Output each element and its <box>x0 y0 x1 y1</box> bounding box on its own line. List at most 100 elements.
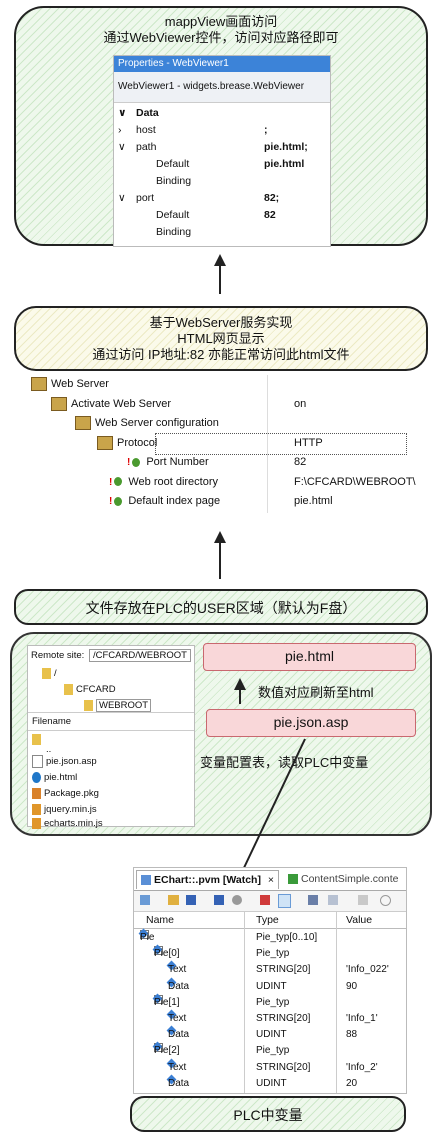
toolbar-add-icon[interactable] <box>140 895 150 905</box>
tree-row[interactable]: Protocol HTTP <box>27 434 405 453</box>
remote-path-field[interactable]: /CFCARD/WEBROOT <box>88 649 191 662</box>
var-type: Pie_typ <box>256 1045 290 1057</box>
toolbar-open-icon[interactable] <box>168 895 179 905</box>
tree-label: Default index page <box>128 495 221 507</box>
config-folder-icon <box>97 435 113 450</box>
var-value[interactable]: 'Info_022' <box>346 964 389 976</box>
tree-cfcard[interactable]: CFCARD <box>76 684 116 695</box>
green-dot-icon <box>114 496 123 506</box>
filename-header[interactable]: Filename <box>32 716 72 727</box>
webserver-line1: 基于WebServer服务实现 <box>149 315 293 330</box>
col-type[interactable]: Type <box>256 914 279 926</box>
toolbar-save-icon[interactable] <box>186 895 196 905</box>
package-icon <box>32 787 41 799</box>
storage-text: 文件存放在PLC的USER区域（默认为F盘） <box>85 600 357 616</box>
tab-watch[interactable]: EChart::.pvm [Watch] × <box>136 870 280 889</box>
properties-title: Properties - WebViewer1 <box>114 56 330 72</box>
var-value[interactable]: 'Info_2' <box>346 1061 378 1073</box>
var-name: Pie[1] <box>154 996 180 1008</box>
var-value[interactable]: 88 <box>346 1029 358 1041</box>
toolbar-refresh-icon[interactable] <box>232 895 242 905</box>
expander-icon[interactable]: ∨ <box>118 141 126 153</box>
toolbar-play-icon[interactable] <box>278 894 291 908</box>
var-type: UDINT <box>256 980 287 992</box>
property-value: 82 <box>264 209 276 221</box>
var-value[interactable]: 90 <box>346 980 358 992</box>
property-row[interactable]: Binding <box>114 224 330 240</box>
toolbar-circle-icon[interactable] <box>380 895 391 906</box>
js-icon <box>32 817 41 829</box>
property-name: host <box>136 124 156 136</box>
expander-icon[interactable]: ∨ <box>118 107 127 119</box>
var-type: UDINT <box>256 1029 287 1041</box>
toolbar-stop-icon[interactable] <box>260 895 270 905</box>
file-parent[interactable]: .. <box>46 744 52 755</box>
file-package[interactable]: Package.pkg <box>44 788 99 799</box>
col-value[interactable]: Value <box>346 914 373 926</box>
property-row[interactable]: Binding <box>114 173 330 189</box>
toolbar-connect-icon[interactable] <box>308 895 318 905</box>
tab-content-simple[interactable]: ContentSimple.conte <box>284 870 402 888</box>
watch-row[interactable]: −Pie[0]Pie_typ <box>134 944 406 962</box>
file-pie-html[interactable]: pie.html <box>44 772 78 783</box>
config-folder-icon <box>31 377 47 392</box>
property-row[interactable]: ›host; <box>114 122 330 138</box>
toolbar-save-all-icon[interactable] <box>214 895 224 905</box>
arrow-up-1 <box>219 258 221 294</box>
tab-close-icon[interactable]: × <box>267 874 275 886</box>
webserver-line3: 通过访问 IP地址:82 亦能正常访问此html文件 <box>92 347 350 362</box>
file-pie-json[interactable]: pie.json.asp <box>46 756 97 767</box>
tree-value: 82 <box>294 456 307 468</box>
tree-value: HTTP <box>294 436 323 449</box>
tree-root[interactable]: / <box>54 668 57 679</box>
tree-row[interactable]: Web Server <box>27 375 405 394</box>
arrow-up-2 <box>219 537 221 579</box>
warning-icon: ! <box>127 457 131 468</box>
warning-icon: ! <box>109 476 113 488</box>
expander-icon[interactable]: ∨ <box>118 192 126 204</box>
watch-tab-icon <box>141 875 151 886</box>
file-jquery[interactable]: jquery.min.js <box>44 804 97 815</box>
property-row[interactable]: ∨Data <box>114 105 330 121</box>
ftp-file-panel: Remote site: /CFCARD/WEBROOT / CFCARD WE… <box>27 645 195 829</box>
property-name: Binding <box>156 226 192 238</box>
toolbar-delete-icon[interactable] <box>358 895 368 905</box>
tree-label: Protocol <box>117 436 158 449</box>
watch-row[interactable]: −Pie[1]Pie_typ <box>134 993 406 1011</box>
property-value: 82; <box>264 192 280 204</box>
property-value: pie.html <box>264 158 305 170</box>
toolbar-disconnect-icon[interactable] <box>328 895 338 905</box>
tree-webroot[interactable]: WEBROOT <box>96 699 152 712</box>
tree-row[interactable]: Web Server configuration <box>27 414 405 433</box>
var-name: Pie[2] <box>154 1045 180 1057</box>
col-name[interactable]: Name <box>146 914 175 926</box>
var-value[interactable]: 20 <box>346 1077 358 1089</box>
tree-label: Activate Web Server <box>71 397 172 410</box>
watch-toolbar <box>134 890 406 912</box>
file-echarts[interactable]: echarts.min.js <box>44 818 103 829</box>
watch-row[interactable]: −Pie[2]Pie_typ <box>134 1041 406 1059</box>
var-type: Pie_typ <box>256 948 290 960</box>
plc-variable-text: PLC中变量 <box>233 1107 303 1123</box>
var-value[interactable]: 'Info_1' <box>346 1013 378 1024</box>
watch-header: Name Type Value <box>134 912 406 929</box>
expander-icon[interactable]: › <box>118 124 122 136</box>
config-folder-icon <box>51 396 67 411</box>
green-dot-icon <box>114 477 123 487</box>
